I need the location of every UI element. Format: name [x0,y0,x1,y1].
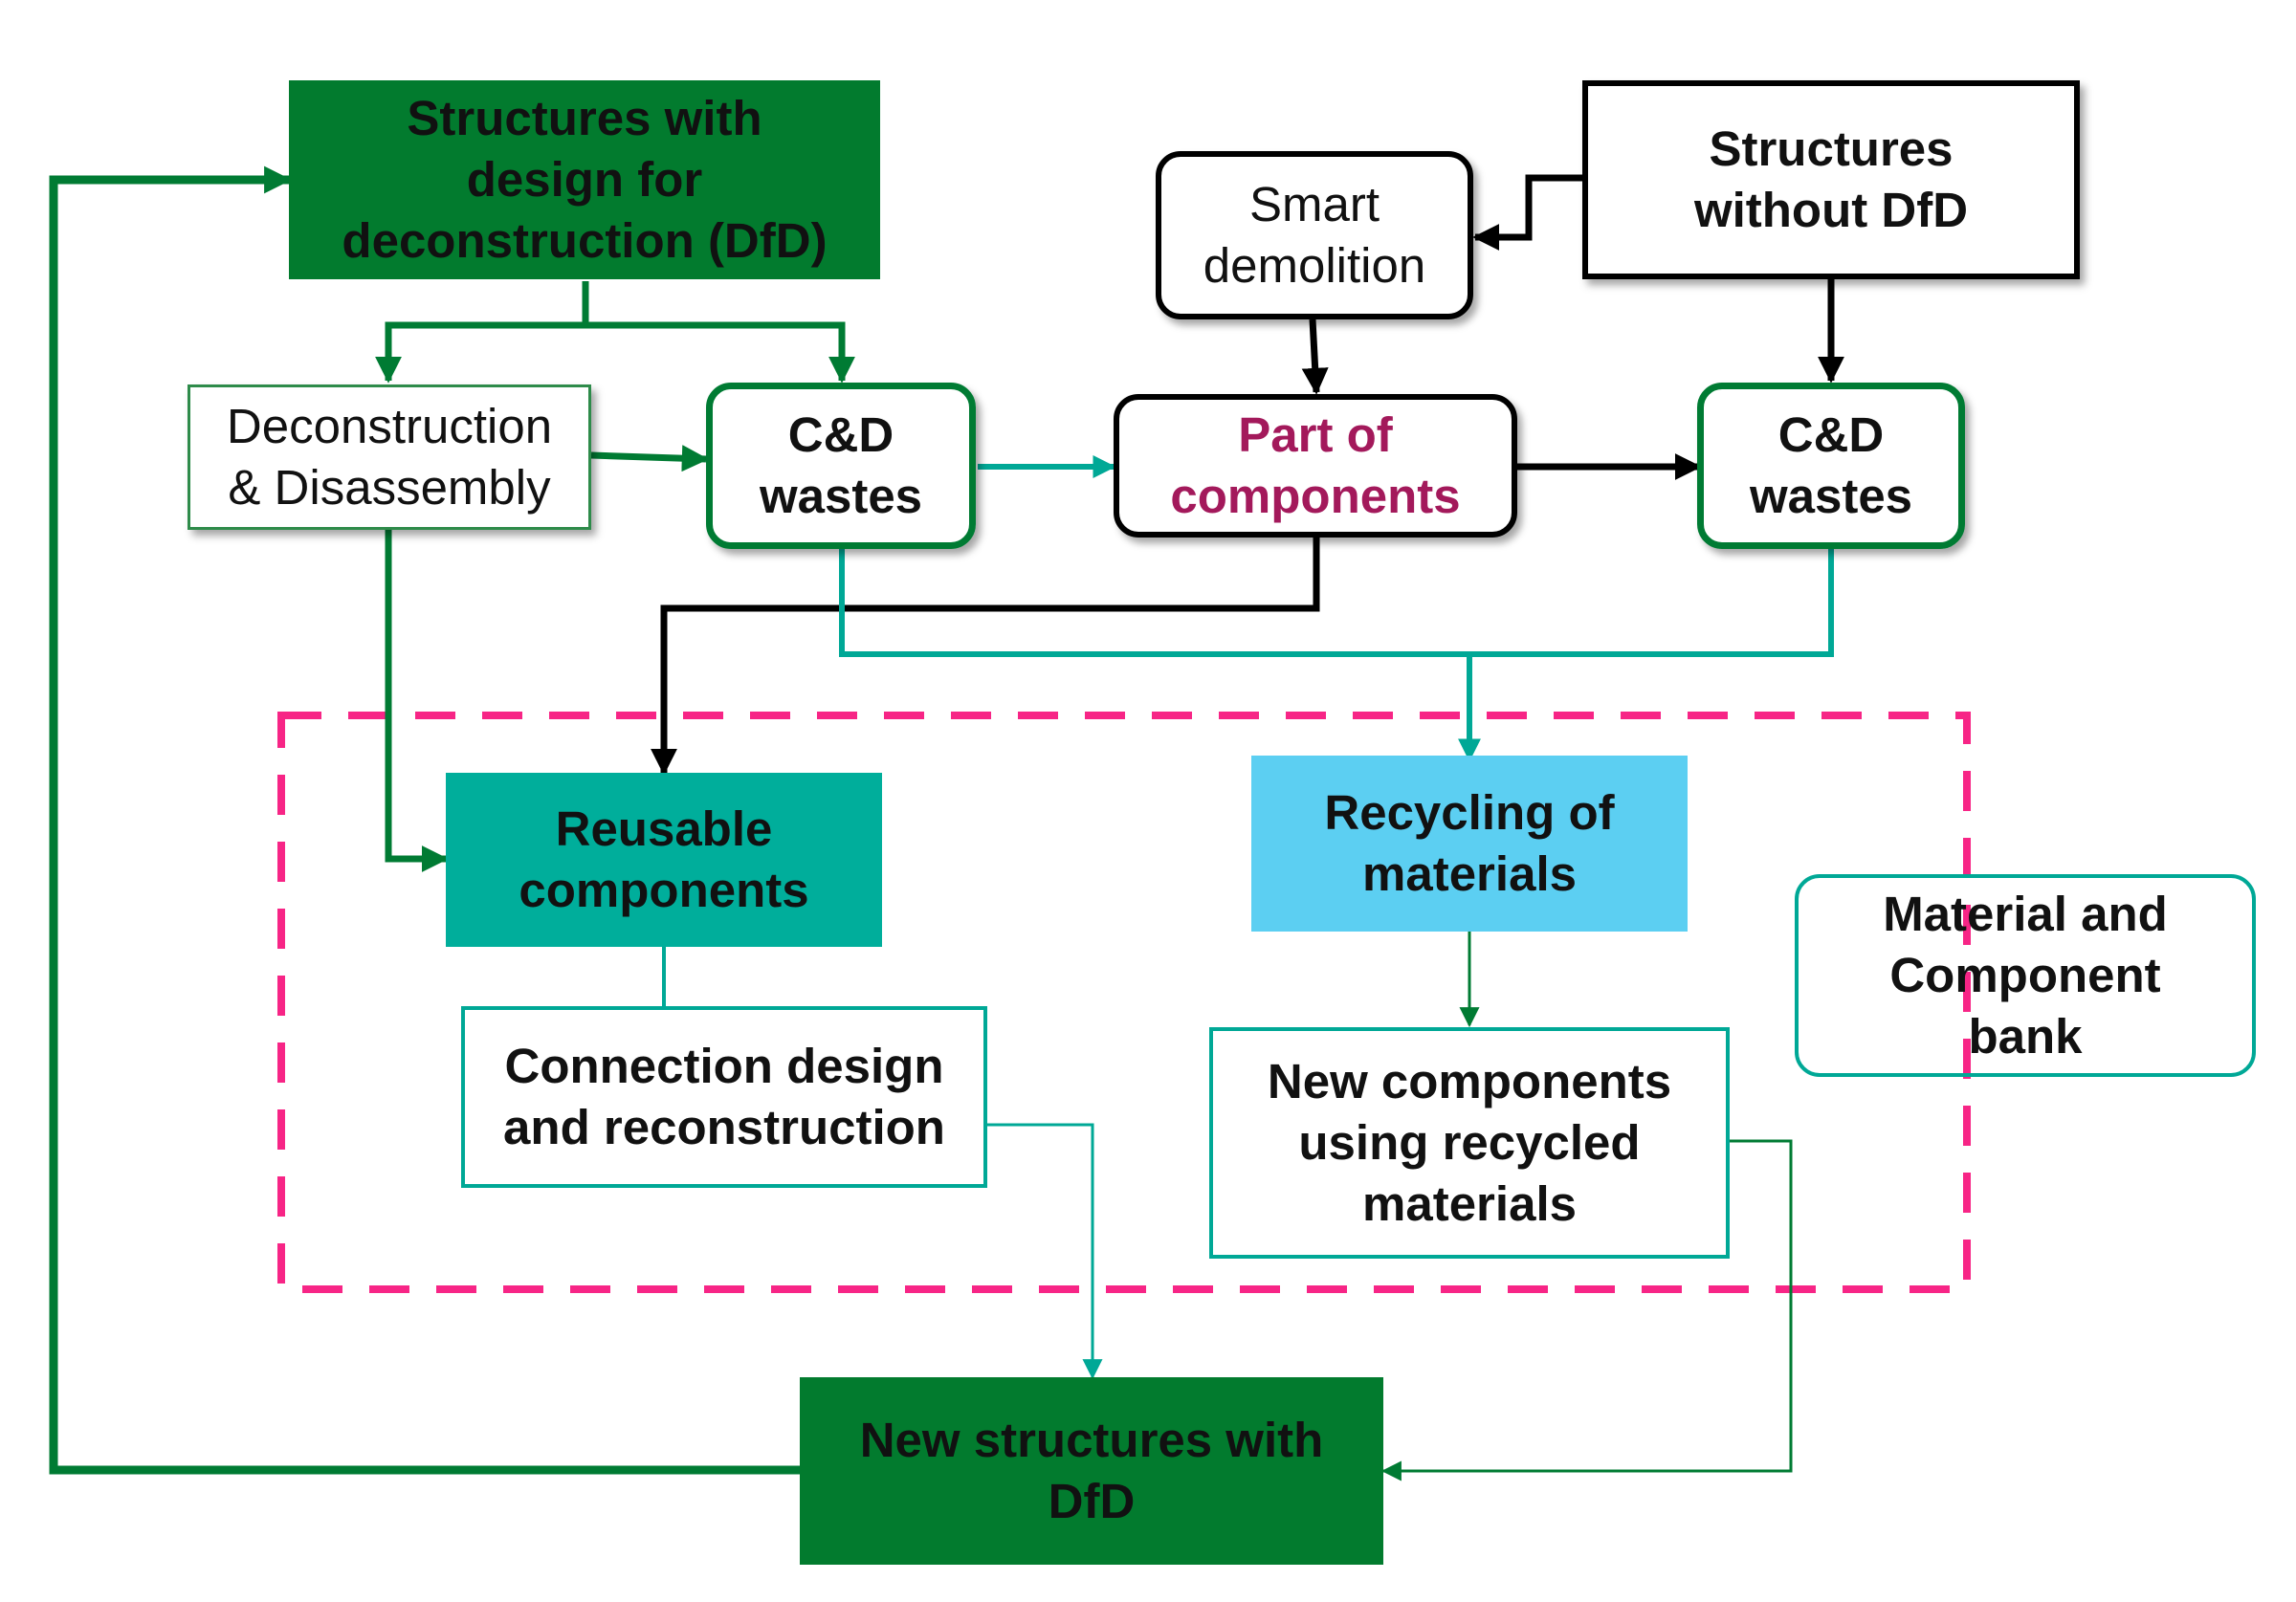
recycling-of-materials-label: Recycling of materials [1324,785,1615,901]
cd-wastes-left-node: C&D wastes [706,383,976,549]
part-of-components-label: Part of components [1170,407,1461,523]
part-of-components-node: Part of components [1114,394,1517,538]
component-bank-region [277,712,1971,1293]
new-structures-label: New structures with DfD [859,1413,1324,1528]
arrow-new-components-to-new-structures [1380,1139,1793,1481]
material-component-bank-node: Material and Component bank [1795,874,2256,1077]
structures-without-dfd-label: Structures without DfD [1693,121,1969,237]
structures-with-dfd-node: Structures with design for deconstructio… [289,80,880,279]
cd-wastes-right-node: C&D wastes [1697,383,1965,549]
new-components-node: New components using recycled materials [1209,1027,1730,1259]
arrow-new-structures-to-dfd [49,165,802,1475]
structures-with-dfd-label: Structures with design for deconstructio… [342,91,828,268]
arrow-part-to-reusable [651,538,1320,776]
arrow-cd-wastes-left-to-recycling [839,549,1481,762]
connection-design-node: Connection design and reconstruction [461,1006,987,1188]
smart-demolition-node: Smart demolition [1156,151,1473,319]
smart-demolition-label: Smart demolition [1203,177,1426,293]
arrow-deconstruction-to-cd-wastes [590,445,709,472]
new-components-label: New components using recycled materials [1267,1054,1672,1231]
connector-cd-wastes-right [1469,549,1834,657]
arrow-dfd-to-cd-wastes [585,321,855,384]
reusable-components-node: Reusable components [446,773,882,947]
recycling-of-materials-node: Recycling of materials [1251,756,1688,932]
connection-design-label: Connection design and reconstruction [503,1039,945,1154]
cd-wastes-right-label: C&D wastes [1749,407,1913,523]
deconstruction-node: Deconstruction & Disassembly [188,384,591,530]
arrow-dfd-to-deconstruction [375,281,589,384]
material-component-bank-label: Material and Component bank [1883,887,2168,1064]
reusable-components-label: Reusable components [519,801,809,917]
cd-wastes-left-label: C&D wastes [759,407,923,523]
arrow-smart-demolition-to-part [1301,318,1329,395]
deconstruction-label: Deconstruction & Disassembly [226,399,553,515]
arrow-without-dfd-to-smart-demolition [1472,174,1582,251]
arrow-deconstruction-to-reusable [385,530,449,872]
new-structures-node: New structures with DfD [800,1377,1383,1565]
arrow-connection-to-new-structures [987,1123,1103,1380]
structures-without-dfd-node: Structures without DfD [1582,80,2080,279]
